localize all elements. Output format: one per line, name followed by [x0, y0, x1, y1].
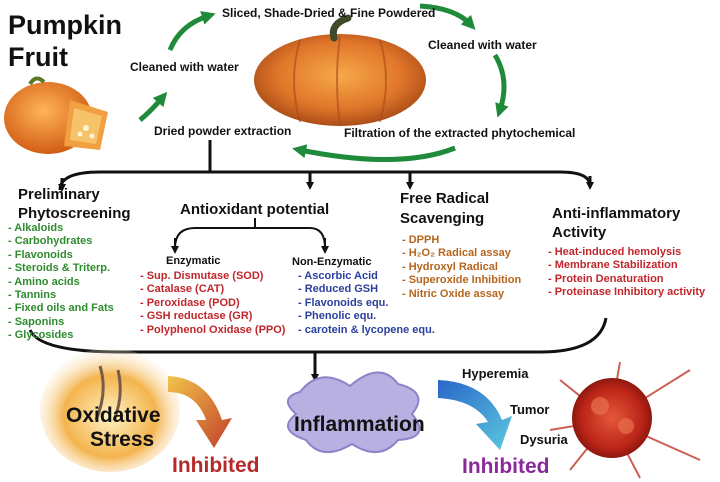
fire-image	[40, 348, 180, 472]
free-radical-list-item: - Hydroxyl Radical	[402, 260, 498, 273]
enzymatic-heading: Enzymatic	[166, 255, 221, 267]
title-line2: Fruit	[8, 42, 68, 72]
screening-list-item: - Carbohydrates	[8, 235, 93, 248]
enzymatic-list: - Sup. Dismutase (SOD)- Catalase (CAT)- …	[140, 270, 285, 337]
inhibited-label-left: Inhibited	[172, 454, 260, 477]
nonenzymatic-list-item: - Phenolic equ.	[298, 310, 377, 323]
free-radical-list-item: - H₂O₂ Radical assay	[402, 247, 511, 260]
nonenzymatic-list-item: - Flavonoids equ.	[298, 296, 389, 309]
cycle-step-bottom-right: Filtration of the extracted phytochemica…	[344, 126, 576, 140]
screening-list-item: - Steroids & Triterp.	[8, 262, 111, 275]
nonenzymatic-list: - Ascorbic Acid- Reduced GSH- Flavonoids…	[298, 270, 435, 337]
screening-list-item: - Saponins	[8, 315, 65, 328]
anti-inflammatory-list: - Heat-induced hemolysis- Membrane Stabi…	[548, 246, 705, 300]
pumpkin-image	[254, 14, 426, 127]
enzymatic-list-item: - GSH reductase (GR)	[140, 310, 253, 323]
nonenzymatic-heading: Non-Enzymatic	[292, 256, 372, 268]
inflammation-cell-image	[287, 371, 421, 453]
distribution-brace	[58, 140, 594, 192]
inhibited-arrow-right	[438, 380, 512, 450]
inflammation-label: Inflammation	[294, 413, 425, 436]
cycle-step-top: Sliced, Shade-Dried & Fine Powdered	[222, 6, 436, 20]
hyperemia-label: Hyperemia	[462, 366, 529, 381]
anti-inflammatory-heading-line1: Anti-inflammatory	[552, 205, 681, 222]
enzymatic-list-item: - Catalase (CAT)	[140, 283, 225, 296]
antioxidant-brace	[171, 218, 329, 254]
inhibited-label-right: Inhibited	[462, 455, 550, 478]
free-radical-heading-line2: Scavenging	[400, 210, 485, 227]
anti-inflammatory-list-item: - Membrane Stabilization	[548, 259, 678, 272]
anti-inflammatory-list-item: - Heat-induced hemolysis	[548, 246, 682, 258]
screening-list-item: - Glycosides	[8, 329, 74, 342]
cycle-step-left: Cleaned with water	[130, 60, 239, 74]
screening-list-item: - Alkaloids	[8, 222, 64, 234]
screening-list: - Alkaloids- Carbohydrates- Flavonoids- …	[8, 222, 114, 343]
oxidative-stress-line2: Stress	[90, 428, 155, 451]
anti-inflammatory-list-item: - Proteinase Inhibitory activity	[548, 286, 706, 299]
oxidative-stress-line1: Oxidative	[66, 404, 161, 427]
antioxidant-heading: Antioxidant potential	[180, 201, 330, 218]
enzymatic-list-item: - Peroxidase (POD)	[140, 296, 240, 309]
cycle-step-right: Cleaned with water	[428, 38, 537, 52]
screening-list-item: - Fixed oils and Fats	[8, 302, 114, 315]
free-radical-list: - DPPH- H₂O₂ Radical assay- Hydroxyl Rad…	[402, 234, 521, 301]
screening-heading-line2: Phytoscreening	[18, 205, 131, 222]
tumor-image	[549, 361, 701, 479]
free-radical-heading-line1: Free Radical	[400, 190, 490, 207]
free-radical-list-item: - Nitric Oxide assay	[402, 287, 505, 300]
nonenzymatic-list-item: - Ascorbic Acid	[298, 270, 378, 282]
title-line1: Pumpkin	[8, 10, 123, 40]
cycle-arrows	[138, 3, 509, 163]
screening-list-item: - Amino acids	[8, 275, 80, 288]
free-radical-list-item: - Superoxide Inhibition	[402, 274, 522, 287]
tumor-label: Tumor	[510, 402, 550, 417]
screening-heading-line1: Preliminary	[18, 186, 100, 203]
inhibited-arrow-left	[168, 376, 232, 448]
nonenzymatic-list-item: - Reduced GSH	[298, 283, 379, 296]
cycle-step-bottom-left: Dried powder extraction	[154, 124, 292, 138]
screening-list-item: - Tannins	[8, 289, 57, 302]
enzymatic-list-item: - Sup. Dismutase (SOD)	[140, 270, 264, 282]
pumpkin-fruit-image	[4, 76, 108, 154]
anti-inflammatory-list-item: - Protein Denaturation	[548, 272, 664, 285]
enzymatic-list-item: - Polyphenol Oxidase (PPO)	[140, 323, 286, 336]
anti-inflammatory-heading-line2: Activity	[552, 224, 607, 241]
dysuria-label: Dysuria	[520, 432, 568, 447]
nonenzymatic-list-item: - carotein & lycopene equ.	[298, 323, 435, 336]
free-radical-list-item: - DPPH	[402, 234, 440, 246]
screening-list-item: - Flavonoids	[8, 248, 73, 261]
